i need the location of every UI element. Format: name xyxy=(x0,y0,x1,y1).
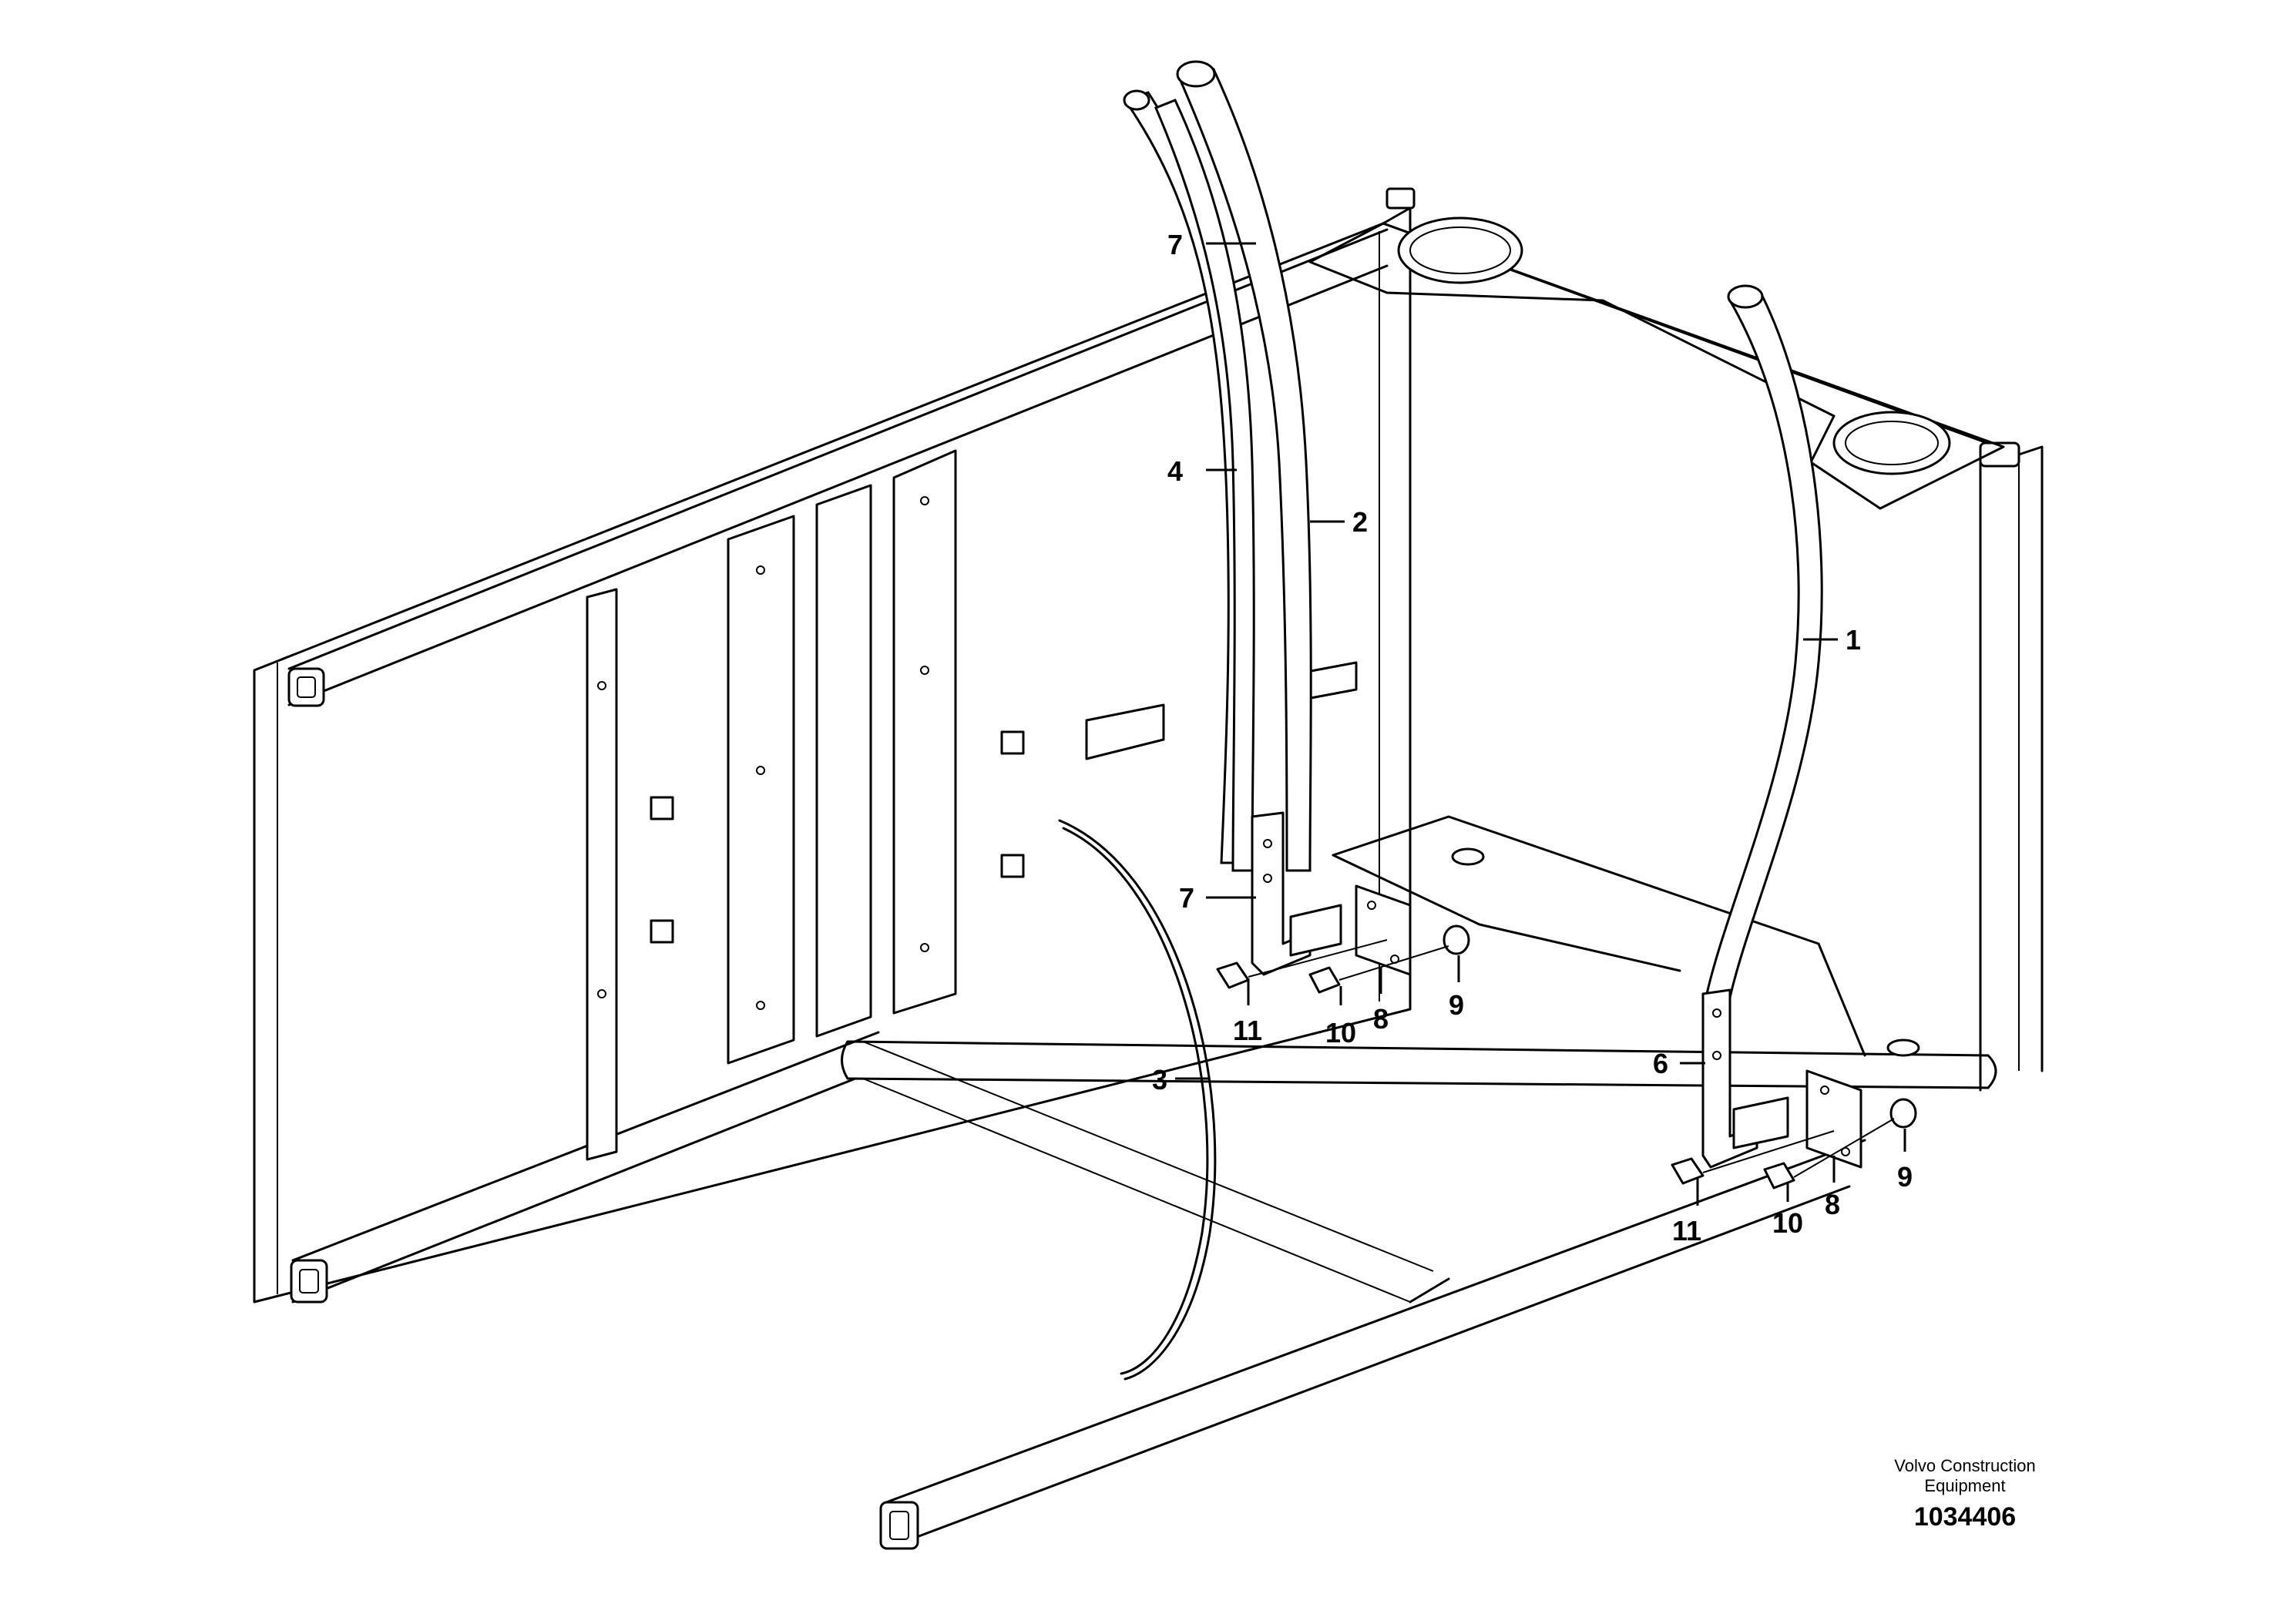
callout-2: 2 xyxy=(1352,506,1368,538)
callout-7: 7 xyxy=(1179,882,1194,914)
back-wall-stiffeners xyxy=(586,449,1358,1161)
publisher-block: Volvo Construction Equipment 1034406 xyxy=(1834,1456,2096,1532)
callout-8-left: 8 xyxy=(1373,1003,1389,1035)
leader-lines xyxy=(1175,242,1906,1206)
callout-6: 6 xyxy=(1653,1048,1668,1079)
callout-10-right: 10 xyxy=(1772,1207,1803,1239)
frame-bottom-left-rail xyxy=(290,1031,880,1304)
callout-1: 1 xyxy=(1846,624,1861,656)
callout-3: 3 xyxy=(1152,1064,1167,1096)
clamp-assembly-left xyxy=(1216,811,1470,994)
callout-11-right: 11 xyxy=(1672,1215,1701,1247)
callout-8-right: 8 xyxy=(1825,1189,1840,1220)
callout-9-left: 9 xyxy=(1449,989,1464,1021)
callout-4: 4 xyxy=(1167,455,1183,487)
frame-front-rail xyxy=(879,1139,1866,1550)
callout-11-left: 11 xyxy=(1233,1015,1262,1046)
clamp-assembly-right xyxy=(1671,988,1917,1189)
hose-3 xyxy=(1058,819,1217,1381)
hose-2 xyxy=(1176,60,1312,872)
callout-5: 7 xyxy=(1167,229,1183,260)
callout-labels: 7 4 2 1 7 6 3 11 10 8 9 11 10 8 9 xyxy=(1152,229,1913,1247)
company-name-line2: Equipment xyxy=(1924,1476,2006,1495)
frame-top-rail xyxy=(287,228,1389,707)
hose-1 xyxy=(1705,284,1823,999)
frame-lower-cross-rail xyxy=(841,1040,1997,1304)
callout-10-left: 10 xyxy=(1325,1017,1356,1049)
document-number: 1034406 xyxy=(1913,1502,2017,1532)
frame-back-panel xyxy=(253,206,1412,1304)
company-name-line1: Volvo Construction xyxy=(1894,1456,2036,1475)
callout-9-right: 9 xyxy=(1897,1161,1913,1193)
